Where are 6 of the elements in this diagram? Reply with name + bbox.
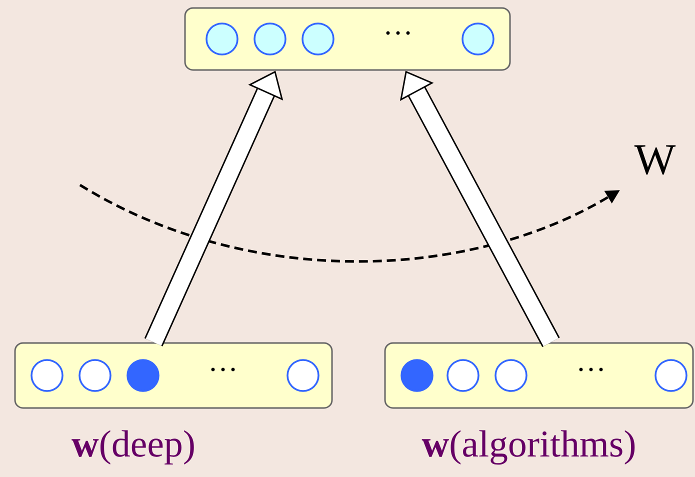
ellipsis: … <box>386 31 410 35</box>
ellipsis: … <box>579 368 603 372</box>
ellipsis: … <box>211 368 235 372</box>
word-label: w(deep) <box>72 430 194 465</box>
matrix-label: W <box>634 145 676 175</box>
word-label: w(algorithms) <box>422 430 635 465</box>
